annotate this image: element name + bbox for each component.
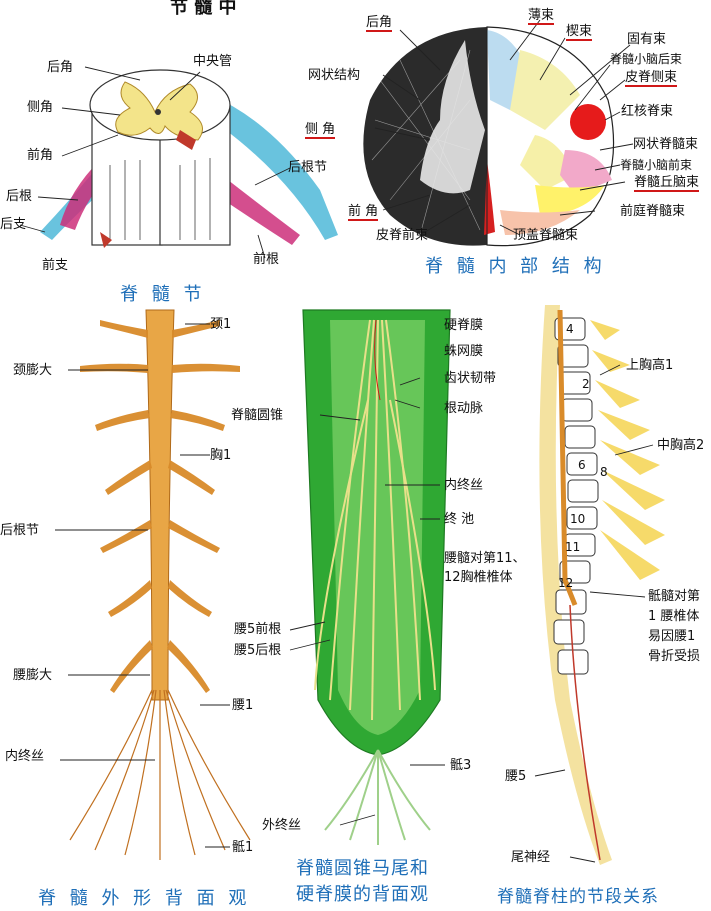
leader-lines: [19, 19, 654, 863]
vertebra-number: 4: [566, 322, 574, 336]
label-cervical-enlargement: 颈膨大: [13, 363, 53, 378]
label-rubrospinal: 红核脊束: [621, 104, 674, 119]
external-cord-illustration: [69, 309, 251, 860]
caption-column: 脊髓脊柱的节段关系: [497, 887, 659, 907]
label-proper-fasciculus: 固有束: [627, 32, 667, 47]
label-anterior-root: 前根: [253, 252, 280, 267]
label-radicular-artery: 根动脉: [444, 401, 484, 416]
label-filum-internum-cauda: 内终丝: [444, 478, 484, 493]
vertebra-number: 8: [600, 465, 608, 479]
caption-cauda-line2: 硬脊膜的背面观: [296, 884, 429, 905]
label-arachnoid: 蛛网膜: [444, 344, 484, 359]
label-filum-externum: 外终丝: [262, 818, 302, 833]
caption-external: 脊 髓 外 形 背 面 观: [38, 888, 251, 909]
label-gracile: 薄束: [528, 8, 555, 25]
label-lateral-corticospinal: 皮脊侧束: [625, 70, 678, 87]
label-lateral-horn-xs: 侧 角: [305, 122, 336, 139]
label-anterior-branch: 前支: [42, 258, 69, 273]
label-cistern: 终 池: [444, 512, 475, 527]
label-conus-level-2: 12胸椎椎体: [444, 570, 513, 585]
label-s3: 骶3: [450, 758, 472, 773]
label-posterior-root: 后根: [6, 189, 33, 204]
label-posterior-horn: 后角: [47, 60, 74, 75]
label-posterior-spinocerebellar: 脊髓小脑后束: [610, 52, 683, 66]
label-sacral-note-1: 骶髓对第: [648, 589, 701, 604]
label-lumbar-enlargement: 腰膨大: [13, 668, 53, 683]
label-t1: 胸1: [210, 448, 232, 463]
vertebral-column-illustration: [539, 305, 665, 865]
label-sacral-note-4: 骨折受损: [648, 649, 701, 664]
caption-internal: 脊 髓 内 部 结 构: [425, 256, 606, 277]
label-coccygeal: 尾神经: [511, 850, 551, 865]
vertebra-number: 2: [582, 377, 590, 391]
label-reticular-formation: 网状结构: [308, 68, 361, 83]
label-upper-thoracic: 上胸高1: [626, 358, 674, 373]
label-sacral-note-3: 易因腰1: [648, 629, 696, 644]
label-posterior-horn-xs: 后角: [366, 15, 393, 32]
caption-cauda-line1: 脊髓圆锥马尾和: [296, 858, 429, 879]
label-anterior-horn-xs: 前 角: [348, 204, 379, 221]
label-filum-internum: 内终丝: [5, 749, 45, 764]
cauda-equina-illustration: [302, 309, 451, 845]
caption-segment: 脊 髓 节: [120, 284, 206, 305]
label-vestibulospinal: 前庭脊髓束: [620, 204, 686, 219]
label-sacral-note-2: 1 腰椎体: [648, 609, 700, 624]
top-title-fragment: 节 髓 中: [170, 0, 237, 18]
label-c1: 颈1: [210, 317, 232, 332]
label-lumbar5: 腰5: [505, 769, 527, 784]
label-l5-posterior-root: 腰5后根: [234, 643, 282, 658]
vertebra-number: 10: [570, 512, 586, 526]
label-lateral-horn: 侧角: [27, 100, 54, 115]
label-posterior-root-ganglion: 后根节: [0, 523, 40, 538]
label-l1: 腰1: [232, 698, 254, 713]
label-denticulate: 齿状韧带: [444, 371, 497, 386]
label-central-canal: 中央管: [193, 54, 233, 69]
label-anterior-horn: 前角: [27, 148, 54, 163]
label-dura: 硬脊膜: [444, 318, 484, 333]
segment-illustration: [40, 69, 338, 248]
label-mid-thoracic: 中胸高2: [657, 438, 705, 453]
label-dorsal-root-ganglion: 后根节: [288, 160, 328, 175]
label-conus: 脊髓圆锥: [231, 408, 284, 423]
label-reticulospinal: 网状脊髓束: [633, 137, 699, 152]
label-anterior-corticospinal: 皮脊前束: [376, 228, 429, 243]
vertebra-number: 6: [578, 458, 586, 472]
cross-section-illustration: [363, 26, 615, 247]
label-posterior-branch: 后支: [0, 217, 27, 232]
label-tectospinal: 顶盖脊髓束: [513, 228, 579, 243]
label-anterior-spinocerebellar: 脊髓小脑前束: [620, 158, 693, 172]
label-cuneate: 楔束: [566, 24, 593, 41]
label-l5-anterior-root: 腰5前根: [234, 622, 282, 637]
label-conus-level-1: 腰髓对第11、: [444, 551, 526, 566]
vertebra-number: 11: [565, 540, 581, 554]
vertebra-number: 12: [558, 576, 574, 590]
label-s1: 骶1: [232, 840, 254, 855]
label-spinothalamic: 脊髓丘脑束: [634, 175, 700, 192]
